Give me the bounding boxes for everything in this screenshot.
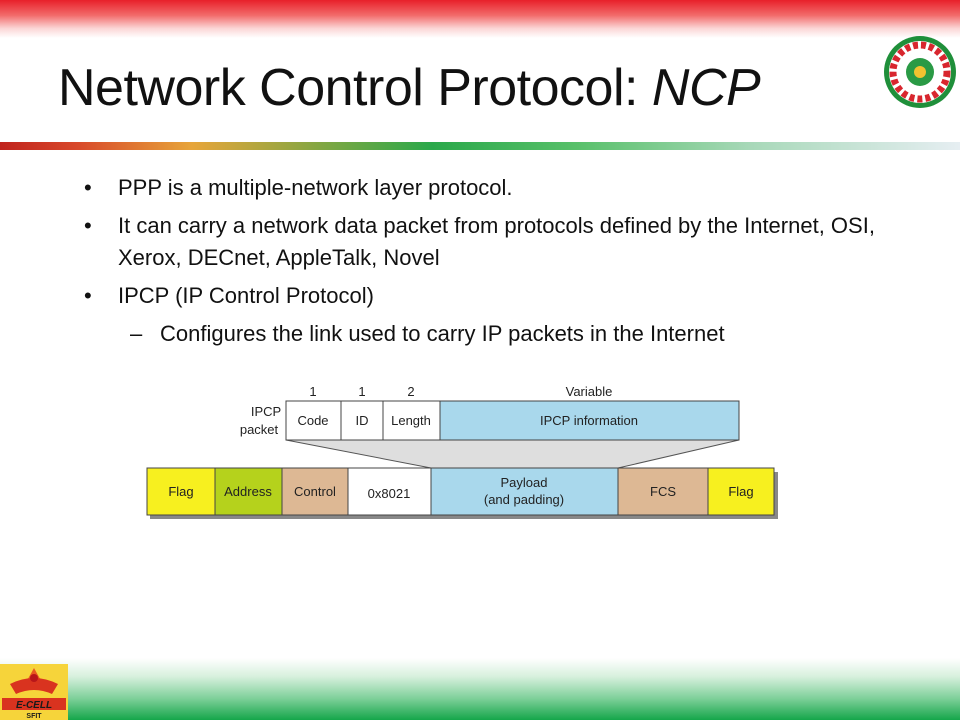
- expansion-wedge: [285, 439, 740, 469]
- bullet-text: It can carry a network data packet from …: [118, 213, 875, 270]
- top-gradient-band: [0, 0, 960, 38]
- frame-field-address: [214, 467, 283, 516]
- bullet-dot: •: [84, 213, 92, 238]
- title-divider: [0, 142, 960, 150]
- frame-field-flag-end: [707, 467, 775, 516]
- frame-label-payload: Payload: [501, 475, 548, 490]
- frame-label-flag-end: Flag: [728, 484, 753, 499]
- bullet-item: • It can carry a network data packet from…: [80, 210, 900, 274]
- frame-label-protocol: 0x8021: [368, 486, 411, 501]
- logo-text-line1: E-CELL: [16, 700, 52, 711]
- ipcp-field-id: [340, 400, 384, 441]
- frame-field-protocol: [347, 467, 432, 516]
- packet-label-line2: packet: [240, 422, 279, 437]
- ipcp-label-length: Length: [391, 413, 431, 428]
- ipcp-field-information: [439, 400, 740, 441]
- sub-bullet-text: Configures the link used to carry IP pac…: [160, 321, 725, 346]
- ppp-frame-row: Flag Address Control 0x8021 Payload (and…: [146, 467, 775, 516]
- frame-label-fcs: FCS: [650, 484, 676, 499]
- title-emphasis: NCP: [651, 59, 761, 117]
- bullet-text: PPP is a multiple-network layer protocol…: [118, 175, 513, 200]
- bullet-dot: •: [84, 175, 92, 200]
- ipcp-label-id: ID: [356, 413, 369, 428]
- ecell-logo-icon: E-CELL SFIT: [0, 664, 68, 720]
- ipcp-label-information: IPCP information: [540, 413, 638, 428]
- size-label-length: 2: [407, 384, 414, 399]
- slide-title: Network Control Protocol: NCP: [58, 58, 761, 118]
- frame-label-flag-start: Flag: [168, 484, 193, 499]
- bullet-text: IPCP (IP Control Protocol): [118, 283, 374, 308]
- bullet-item: • IPCP (IP Control Protocol): [80, 280, 900, 312]
- frame-label-control: Control: [294, 484, 336, 499]
- size-label-id: 1: [358, 384, 365, 399]
- frame-field-control: [281, 467, 349, 516]
- ipcp-packet-row: Code ID Length IPCP information: [285, 400, 740, 441]
- bullet-dot: •: [84, 283, 92, 308]
- frame-field-payload: [430, 467, 619, 516]
- title-main: Network Control Protocol:: [58, 59, 652, 117]
- size-label-info: Variable: [566, 384, 613, 399]
- ipcp-label-code: Code: [297, 413, 328, 428]
- frame-field-fcs: [617, 467, 709, 516]
- ipcp-field-length: [382, 400, 441, 441]
- packet-label-line1: IPCP: [251, 404, 281, 419]
- ipcp-frame-diagram: 1 1 2 Variable IPCP packet Code ID Lengt…: [146, 384, 778, 519]
- sub-bullet-item: –Configures the link used to carry IP pa…: [80, 318, 900, 350]
- frame-label-address: Address: [224, 484, 272, 499]
- logo-text-line2: SFIT: [26, 713, 42, 720]
- sub-bullet-dash: –: [130, 321, 143, 346]
- frame-label-padding: (and padding): [484, 492, 564, 507]
- bullet-item: • PPP is a multiple-network layer protoco…: [80, 172, 900, 204]
- bottom-gradient-band: [0, 658, 960, 720]
- institution-seal-icon: [884, 36, 956, 108]
- bullet-list: • PPP is a multiple-network layer protoco…: [80, 172, 900, 350]
- size-label-code: 1: [309, 384, 316, 399]
- frame-field-flag-start: [146, 467, 216, 516]
